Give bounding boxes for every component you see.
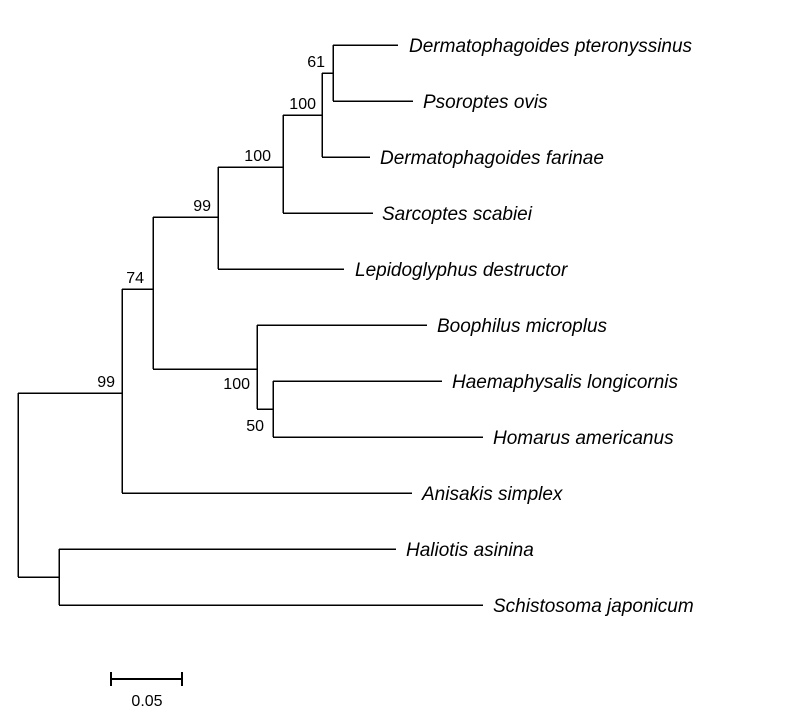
taxon-label: Lepidoglyphus destructor — [355, 260, 568, 281]
scale-bar-label: 0.05 — [131, 693, 162, 710]
taxon-label: Dermatophagoides farinae — [380, 148, 604, 169]
vertical-connectors — [17, 45, 334, 605]
taxon-label: Haemaphysalis longicornis — [452, 372, 678, 393]
taxon-labels: Dermatophagoides pteronyssinus Psoroptes… — [355, 36, 694, 617]
support-value: 61 — [307, 54, 325, 71]
taxon-label: Dermatophagoides pteronyssinus — [409, 36, 693, 57]
taxon-label: Haliotis asinina — [406, 540, 534, 561]
taxon-label: Homarus americanus — [493, 428, 674, 449]
support-value: 74 — [126, 270, 144, 287]
support-value: 100 — [244, 148, 271, 165]
taxon-label: Psoroptes ovis — [423, 92, 548, 113]
taxon-label: Anisakis simplex — [421, 484, 564, 505]
support-value: 100 — [289, 96, 316, 113]
scale-bar: 0.05 — [110, 672, 183, 710]
support-values: 61 100 100 99 74 100 50 99 — [97, 54, 325, 435]
taxon-label: Boophilus microplus — [437, 316, 608, 337]
support-value: 99 — [193, 198, 211, 215]
support-value: 99 — [97, 374, 115, 391]
taxon-label: Schistosoma japonicum — [493, 596, 694, 617]
taxon-label: Sarcoptes scabiei — [382, 204, 533, 225]
horizontal-branches — [18, 44, 483, 606]
support-value: 100 — [223, 376, 250, 393]
support-value: 50 — [246, 418, 264, 435]
